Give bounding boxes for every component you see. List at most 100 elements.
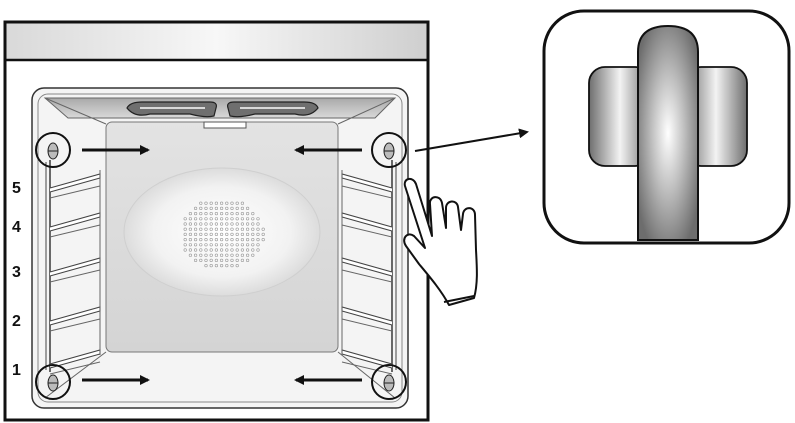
fan-hole <box>209 222 213 226</box>
fan-hole <box>194 222 198 226</box>
fastener-top-right <box>371 132 407 168</box>
arrow-icon <box>82 128 529 385</box>
fan-hole <box>214 243 218 247</box>
fan-hole <box>220 206 224 210</box>
fan-hole <box>230 206 234 210</box>
fan-hole <box>199 212 203 216</box>
fan-hole <box>220 217 224 221</box>
fan-hole <box>235 248 239 252</box>
fan-hole <box>251 222 255 226</box>
fan-hole <box>199 217 203 221</box>
fan-hole <box>204 238 208 242</box>
fan-hole <box>225 201 229 205</box>
fan-hole <box>235 253 239 257</box>
fan-hole <box>188 248 192 252</box>
fan-hole <box>246 232 250 236</box>
fan-hole <box>225 238 229 242</box>
rail-rung <box>49 185 101 199</box>
fan-hole <box>220 253 224 257</box>
fan-hole <box>194 217 198 221</box>
fan-hole <box>214 264 218 268</box>
fan-hole <box>220 243 224 247</box>
fan-hole <box>204 227 208 231</box>
fan-hole <box>183 248 187 252</box>
fan-hole <box>251 212 255 216</box>
fan-hole <box>194 212 198 216</box>
fan-hole <box>209 217 213 221</box>
fan-hole <box>199 248 203 252</box>
fan-hole <box>204 212 208 216</box>
fan-hole <box>194 248 198 252</box>
fan-hole <box>235 227 239 231</box>
fan-hole <box>188 227 192 231</box>
fan-hole <box>256 227 260 231</box>
fan-hole <box>183 238 187 242</box>
fan-hole <box>235 201 239 205</box>
fan-hole <box>225 217 229 221</box>
fan-hole <box>194 243 198 247</box>
fan-hole <box>209 227 213 231</box>
fan-hole <box>261 227 265 231</box>
rack-level-label: 5 <box>12 180 21 197</box>
fan-hole <box>240 217 244 221</box>
fan-hole <box>225 227 229 231</box>
fan-hole <box>220 248 224 252</box>
fan-hole <box>209 248 213 252</box>
fan-hole <box>199 243 203 247</box>
fan-hole <box>209 258 213 263</box>
fan-hole <box>199 206 203 210</box>
fan-hole <box>240 253 244 257</box>
fastener-bottom-right <box>371 364 407 400</box>
fan-hole <box>188 253 192 257</box>
fan-hole <box>194 253 198 257</box>
fan-hole <box>235 232 239 236</box>
fan-hole <box>188 212 192 216</box>
fan-hole <box>240 232 244 236</box>
fan-hole <box>230 248 234 252</box>
fan-hole <box>240 201 244 205</box>
fan-hole <box>235 238 239 242</box>
rail-rung <box>341 185 393 199</box>
rack-level-label: 1 <box>12 362 21 379</box>
fan-hole <box>214 217 218 221</box>
fan-hole <box>204 248 208 252</box>
fan-hole <box>240 227 244 231</box>
rack-level-labels: 5 4 3 2 1 <box>12 180 21 379</box>
fan-hole <box>246 212 250 216</box>
fan-hole <box>194 258 198 263</box>
fan-hole <box>204 217 208 221</box>
fan-hole <box>256 222 260 226</box>
fan-hole <box>220 264 224 268</box>
fan-hole <box>214 201 218 205</box>
fan-hole <box>240 238 244 242</box>
fan-hole <box>256 238 260 242</box>
fan-hole <box>204 253 208 257</box>
fan-hole <box>209 212 213 216</box>
fan-hole <box>188 222 192 226</box>
left-side-rail <box>45 160 101 375</box>
fan-hole <box>183 227 187 231</box>
fan-hole <box>230 212 234 216</box>
fan-hole <box>256 248 260 252</box>
fan-hole <box>251 253 255 257</box>
fan-hole <box>188 238 192 242</box>
fan-hole <box>240 243 244 247</box>
fan-hole <box>199 232 203 236</box>
fan-hole <box>251 232 255 236</box>
fan-hole <box>204 206 208 210</box>
fan-hole <box>209 243 213 247</box>
fan-hole <box>183 243 187 247</box>
fan-hole <box>256 232 260 236</box>
fan-hole <box>214 238 218 242</box>
fan-hole <box>204 243 208 247</box>
fan-hole <box>230 258 234 263</box>
fan-hole <box>240 222 244 226</box>
fan-hole <box>204 201 208 205</box>
fan-hole <box>214 212 218 216</box>
fan-hole <box>246 258 250 263</box>
fan-hole <box>235 222 239 226</box>
rack-level-label: 4 <box>12 219 21 236</box>
fan-hole <box>199 222 203 226</box>
